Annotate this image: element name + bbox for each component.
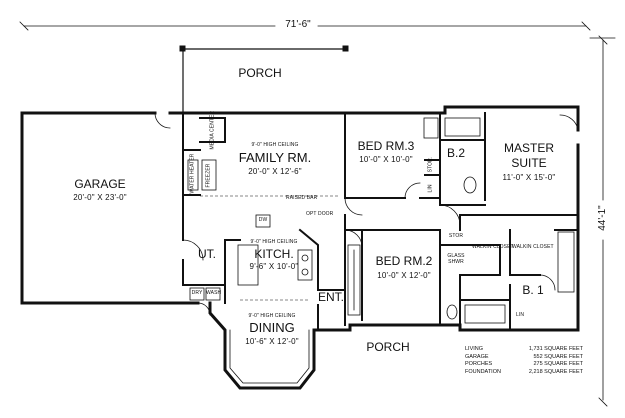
area-stat-row: PORCHES 275 SQUARE FEET	[465, 361, 583, 369]
area-stat-label: LIVING	[465, 346, 484, 352]
master-size: 11'-0" X 15'-0"	[502, 173, 556, 182]
bath1-tub	[464, 304, 506, 324]
freezer-box	[201, 159, 217, 191]
area-stat-row: FOUNDATION 2,218 SQUARE FEET	[465, 369, 583, 377]
opt-door-label: OPT DOOR	[306, 211, 334, 217]
bath2-tub	[444, 117, 481, 137]
exterior-walls	[20, 105, 580, 390]
garage-label: GARAGE	[74, 177, 126, 191]
raised-bar-label: RAISED BAR	[286, 195, 318, 201]
washer-box	[205, 287, 221, 301]
dryer-box	[189, 287, 205, 301]
bed3-size: 10'-0" X 10'-0"	[359, 155, 413, 164]
kitchen-counter	[237, 244, 259, 286]
bed3-label: BED RM.3	[357, 139, 415, 153]
area-stat-label: PORCHES	[465, 361, 493, 367]
master-label-line2: SUITE	[511, 156, 547, 170]
kitchen-ceiling-note: 9'-0" HIGH CEILING	[250, 239, 298, 245]
garage-size: 20'-0" X 23'-0"	[73, 193, 127, 202]
walkin-closet-left-label: WALKIN CLOSET	[472, 244, 514, 250]
overall-width-label: 71'-6"	[285, 19, 311, 30]
porch-top-label: PORCH	[238, 66, 282, 80]
lin-lower-label: LIN	[515, 312, 525, 318]
dishwasher-label: DW	[258, 217, 268, 223]
area-stat-label: FOUNDATION	[465, 368, 501, 375]
porch-bottom-label: PORCH	[366, 340, 410, 354]
bay-window	[229, 329, 310, 384]
porch-post	[342, 45, 349, 52]
bed2-label: BED RM.2	[375, 254, 433, 268]
media-center-label: MEDIA CENTER	[209, 110, 216, 150]
entry-label: ENT.	[317, 290, 344, 304]
dryer-label: DRY	[191, 290, 203, 296]
dining-label: DINING	[249, 320, 295, 335]
walkin-closet-right-label: WALKIN CLOSET	[512, 244, 554, 250]
glass-shower-label: GLASS SHWR	[447, 253, 465, 265]
door-swings	[154, 112, 579, 316]
area-stat-row: LIVING 1,731 SQUARE FEET	[465, 346, 583, 354]
family-room-size: 20'-0" X 12'-6"	[248, 167, 302, 176]
overall-depth-label: 44'-1"	[597, 205, 608, 231]
area-stat-label: GARAGE	[465, 353, 489, 360]
family-ceiling-note: 9'-0" HIGH CEILING	[251, 142, 299, 148]
area-stat-value: 275 SQUARE FEET	[533, 361, 583, 367]
porch-post	[179, 45, 186, 52]
bath2-label: B.2	[446, 146, 465, 160]
stor-lower-label: STOR	[448, 233, 464, 239]
area-stat-value: 552 SQUARE FEET	[533, 353, 583, 360]
fixtures	[187, 117, 575, 324]
lin-upper-label: LIN	[427, 184, 434, 193]
family-room-label: FAMILY RM.	[238, 150, 312, 165]
bath1-label: B. 1	[522, 283, 544, 297]
kitchen-label: KITCH.	[254, 247, 294, 261]
water-heater-label: WATER HEATER	[189, 153, 196, 194]
shelf	[557, 231, 575, 293]
washer-label: WASH	[206, 290, 222, 296]
area-stat-value: 1,731 SQUARE FEET	[528, 346, 583, 352]
kitchen-size: 9'-6" X 10'-0"	[249, 262, 299, 271]
dining-ceiling-note: 9'-0" HIGH CEILING	[248, 313, 296, 319]
depth-dimension-line	[589, 35, 616, 407]
area-stats-table: LIVING 1,731 SQUARE FEET GARAGE 552 SQUA…	[465, 346, 583, 376]
width-dimension-line	[19, 21, 591, 31]
water-heater-box	[187, 159, 199, 191]
bed2-size: 10'-0" X 12'-0"	[377, 271, 431, 280]
dishwasher-box	[255, 214, 271, 228]
freezer-label: FREEZER	[205, 163, 212, 188]
shelf	[423, 117, 439, 139]
master-label-line1: MASTER	[503, 141, 554, 155]
shelf	[347, 244, 361, 316]
range-box	[297, 249, 313, 281]
utility-label: UT.	[198, 247, 216, 261]
area-stat-row: GARAGE 552 SQUARE FEET	[465, 354, 583, 362]
area-stat-value: 2,218 SQUARE FEET	[528, 368, 583, 375]
dining-size: 10'-6" X 12'-0"	[245, 337, 299, 346]
stor-upper-label: STOR.	[427, 156, 434, 173]
porch-top-outline	[182, 48, 346, 114]
